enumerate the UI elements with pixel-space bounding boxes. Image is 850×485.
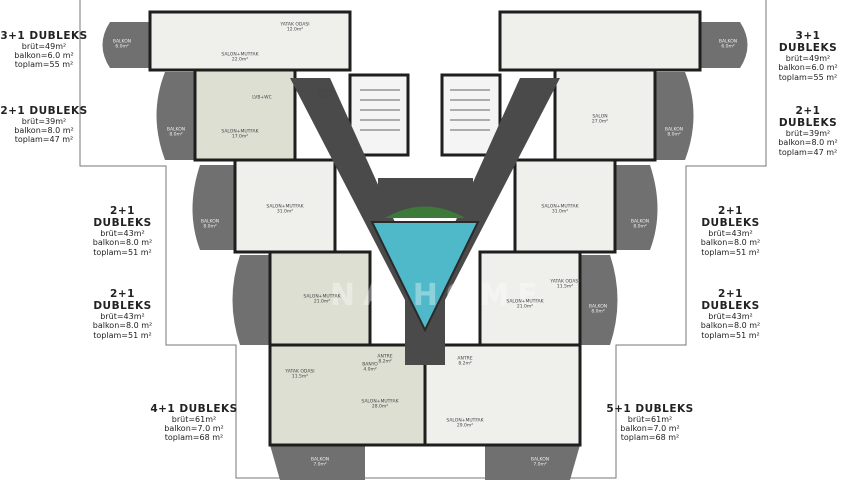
unit-balkon: balkon=8.0 m² (700, 321, 761, 331)
room-label: SALON+MUTFAK 31.0m² (266, 204, 304, 215)
room-label: SALON+MUTFAK 17.0m² (221, 129, 259, 140)
unit-title: 2+1 DUBLEKS (93, 288, 152, 313)
room-label: SALON 27.0m² (591, 114, 609, 125)
unit-label-right-2: 2+1 DUBLEKS brüt=39m² balkon=8.0 m² topl… (766, 105, 850, 157)
unit-balkon: balkon=8.0 m² (92, 238, 153, 248)
unit-title: 3+1 DUBLEKS (778, 30, 838, 55)
unit-label-left-3: 2+1 DUBLEKS brüt=43m² balkon=8.0 m² topl… (80, 205, 165, 257)
unit-title: 5+1 DUBLEKS (606, 403, 694, 415)
unit-toplam: toplam=55 m² (14, 60, 74, 70)
unit-brut: brüt=61m² (627, 415, 673, 425)
unit-brut: brüt=49m² (785, 54, 831, 64)
unit-title: 4+1 DUBLEKS (150, 403, 238, 415)
unit-toplam: toplam=47 m² (778, 147, 838, 157)
room-label: SALON+MUTFAK 21.0m² (506, 299, 544, 310)
unit-frame-lines (79, 0, 767, 479)
room-label: BALKON 8.0m² (166, 127, 186, 138)
room-label: BALKON 8.0m² (588, 304, 608, 315)
room-label: BANYO 4.0m² (362, 362, 378, 373)
watermark: NA HOME (330, 278, 546, 313)
unit-label-right-4: 2+1 DUBLEKS brüt=43m² balkon=8.0 m² topl… (688, 288, 773, 340)
unit-brut: brüt=49m² (21, 42, 67, 52)
unit-brut: brüt=43m² (100, 229, 145, 239)
room-label: BALKON 8.0m² (200, 219, 220, 230)
unit-balkon: balkon=7.0 m² (620, 424, 680, 434)
garden (385, 206, 465, 218)
unit-balkon: balkon=8.0 m² (92, 321, 153, 331)
room-label: BANYO 3.5m² (317, 89, 333, 100)
unit-brut: brüt=43m² (100, 312, 145, 322)
unit-balkon: balkon=6.0 m² (14, 51, 74, 61)
unit-title: 2+1 DUBLEKS (701, 205, 760, 230)
room-label: SALON+MUTFAK 21.0m² (303, 294, 341, 305)
stairs (360, 89, 490, 131)
unit-brut: brüt=39m² (21, 117, 67, 127)
unit-label-left-4: 2+1 DUBLEKS brüt=43m² balkon=8.0 m² topl… (80, 288, 165, 340)
room-label: SALON+MUTFAK 31.0m² (541, 204, 579, 215)
room-label: LVB+WC (252, 95, 272, 101)
unit-toplam: toplam=51 m² (701, 247, 760, 257)
unit-label-right-5: 5+1 DUBLEKS brüt=61m² balkon=7.0 m² topl… (606, 403, 694, 443)
room-label: SALON+MUTFAK 28.0m² (361, 399, 399, 410)
unit-label-left-1: 3+1 DUBLEKS brüt=49m² balkon=6.0 m² topl… (0, 30, 88, 70)
unit-toplam: toplam=55 m² (778, 72, 838, 82)
room-label: SALON+MUTFAK 22.0m² (221, 52, 259, 63)
pool (370, 221, 480, 333)
unit-balkon: balkon=8.0 m² (700, 238, 761, 248)
unit-balkon: balkon=7.0 m² (164, 424, 224, 434)
room-label: YATAK ODASI 11.5m² (550, 279, 580, 290)
room-label: ANTRE 8.2m² (457, 356, 473, 367)
unit-toplam: toplam=51 m² (93, 330, 152, 340)
unit-title: 2+1 DUBLEKS (93, 205, 152, 230)
unit-title: 2+1 DUBLEKS (701, 288, 760, 313)
room-label: SALON+MUTFAK 29.0m² (446, 418, 484, 429)
room-label: BALKON 6.0m² (112, 39, 132, 50)
unit-toplam: toplam=68 m² (164, 433, 224, 443)
room-label: BALKON 8.0m² (664, 127, 684, 138)
room-label: BALKON 6.0m² (718, 39, 738, 50)
unit-balkon: balkon=6.0 m² (778, 63, 838, 73)
room-label: BALKON 7.0m² (530, 457, 550, 468)
unit-toplam: toplam=68 m² (620, 433, 680, 443)
room-label: BALKON 7.0m² (310, 457, 330, 468)
unit-brut: brüt=61m² (171, 415, 217, 425)
room-label: YATAK ODASI 11.5m² (285, 369, 315, 380)
unit-brut: brüt=43m² (708, 312, 753, 322)
unit-brut: brüt=43m² (708, 229, 753, 239)
rooms (148, 10, 702, 447)
unit-toplam: toplam=51 m² (93, 247, 152, 257)
balconies (102, 22, 748, 480)
unit-label-left-2: 2+1 DUBLEKS brüt=39m² balkon=8.0 m² topl… (0, 105, 88, 145)
unit-title: 2+1 DUBLEKS (778, 105, 838, 130)
unit-toplam: toplam=47 m² (14, 135, 74, 145)
unit-toplam: toplam=51 m² (701, 330, 760, 340)
unit-label-left-5: 4+1 DUBLEKS brüt=61m² balkon=7.0 m² topl… (150, 403, 238, 443)
unit-brut: brüt=39m² (785, 129, 831, 139)
room-label: YATAK ODASI 12.0m² (280, 22, 310, 33)
unit-balkon: balkon=8.0 m² (778, 138, 838, 148)
unit-title: 2+1 DUBLEKS (0, 105, 88, 117)
unit-label-right-1: 3+1 DUBLEKS brüt=49m² balkon=6.0 m² topl… (766, 30, 850, 82)
unit-title: 3+1 DUBLEKS (0, 30, 88, 42)
room-label: ANTRE 8.2m² (377, 354, 393, 365)
unit-balkon: balkon=8.0 m² (14, 126, 74, 136)
unit-label-right-3: 2+1 DUBLEKS brüt=43m² balkon=8.0 m² topl… (688, 205, 773, 257)
room-label: BALKON 8.0m² (630, 219, 650, 230)
